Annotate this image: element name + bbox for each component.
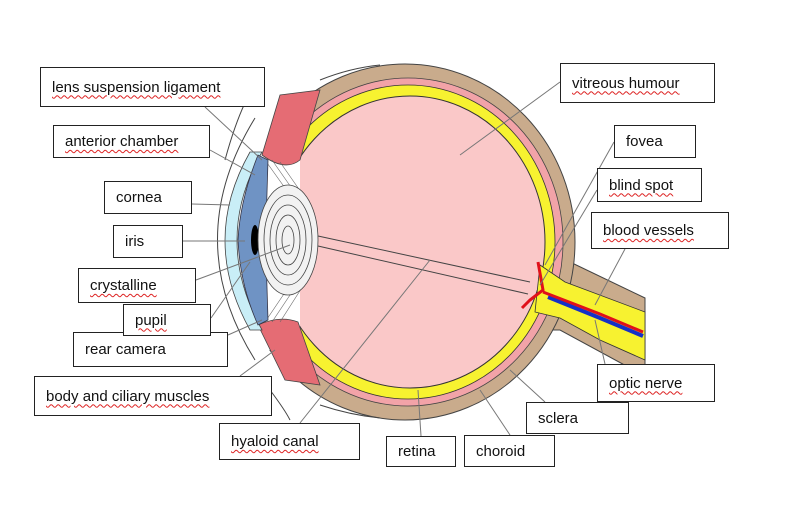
label-text: body and ciliary muscles: [46, 387, 210, 405]
label-lens-suspension-ligament: lens suspension ligament: [40, 67, 265, 107]
ciliary-body-top: [261, 89, 321, 166]
label-retina: retina: [386, 436, 456, 467]
label-sclera: sclera: [526, 402, 629, 434]
label-body-ciliary-muscles: body and ciliary muscles: [34, 376, 272, 416]
label-text: lens suspension ligament: [52, 78, 221, 96]
label-text: optic nerve: [609, 374, 683, 392]
label-cornea: cornea: [104, 181, 192, 214]
label-text: anterior chamber: [65, 133, 179, 150]
eyelid-lines: [224, 64, 381, 421]
label-iris: iris: [113, 225, 183, 258]
label-text: pupil: [135, 311, 167, 329]
label-rear-camera: rear camera: [73, 332, 228, 367]
label-anterior-chamber: anterior chamber: [53, 125, 210, 158]
label-text: cornea: [116, 189, 162, 206]
cornea-outer-line: [217, 117, 256, 361]
label-text: blind spot: [609, 176, 674, 194]
blood-vessel-vein: [547, 295, 644, 338]
blood-vessel-artery: [520, 261, 644, 334]
label-vitreous-humour: vitreous humour: [560, 63, 715, 103]
label-text: iris: [125, 233, 145, 250]
label-text: retina: [398, 443, 436, 460]
label-text: sclera: [538, 409, 579, 427]
label-text: rear camera: [85, 341, 166, 358]
leader-lines: [183, 81, 626, 437]
pupil: [251, 225, 259, 255]
label-text: vitreous humour: [572, 74, 680, 92]
label-text: fovea: [626, 133, 663, 150]
crystalline-lens: [257, 184, 319, 296]
label-text: blood vessels: [603, 222, 694, 239]
label-pupil: pupil: [123, 304, 211, 336]
label-optic-nerve: optic nerve: [597, 364, 715, 402]
hyaloid-canal: [317, 235, 531, 295]
label-text: crystalline: [90, 277, 157, 294]
label-blind-spot: blind spot: [597, 168, 702, 202]
label-blood-vessels: blood vessels: [591, 212, 729, 249]
label-hyaloid-canal: hyaloid canal: [219, 423, 360, 460]
label-text: choroid: [476, 442, 526, 460]
label-text: hyaloid canal: [231, 433, 319, 450]
cornea: [224, 151, 263, 331]
ciliary-body-bottom: [257, 318, 321, 386]
label-crystalline: crystalline: [78, 268, 196, 303]
label-choroid: choroid: [464, 435, 555, 467]
label-fovea: fovea: [614, 125, 696, 158]
